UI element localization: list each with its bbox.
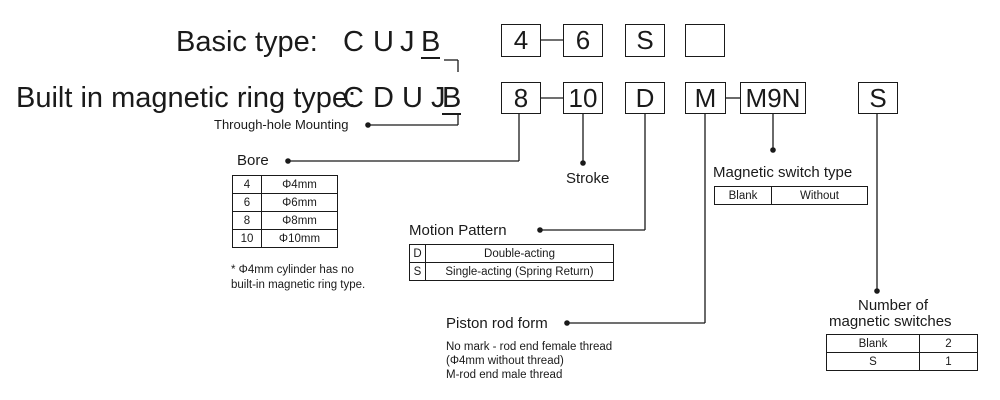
empty-box-basic	[685, 24, 725, 57]
piston-line-3: M-rod end male thread	[446, 369, 563, 381]
builtin-code-c: C	[343, 82, 364, 114]
switch-count-title-2: magnetic switches	[829, 313, 952, 330]
switch-count-table: Blank 2 S 1	[826, 334, 978, 371]
rod-form-box: M	[685, 82, 726, 114]
builtin-type-label: Built in magnetic ring type:	[16, 82, 357, 114]
table-row: 4 Φ4mm	[232, 175, 338, 194]
motion-table: D Double-acting S Single-acting (Spring …	[409, 244, 614, 281]
piston-line-2: (Φ4mm without thread)	[446, 355, 564, 367]
basic-code-b: B	[421, 26, 441, 59]
switch-count-code: Blank	[826, 334, 920, 353]
switch-type-title: Magnetic switch type	[713, 164, 853, 181]
bore-box-basic: 4	[501, 24, 541, 57]
table-row: Blank Without	[714, 186, 868, 205]
builtin-code-j: J	[431, 82, 446, 114]
switch-count-value: 2	[919, 334, 978, 353]
stroke-box-basic: 6	[563, 24, 603, 57]
bore-code: 8	[232, 211, 262, 230]
bore-code: 6	[232, 193, 262, 212]
table-row: 6 Φ6mm	[232, 193, 338, 212]
bore-box: 8	[501, 82, 541, 114]
switch-count-box: S	[858, 82, 898, 114]
builtin-code-b-visible: B	[442, 82, 462, 115]
switch-type-box: M9N	[740, 82, 806, 114]
motion-box: D	[625, 82, 665, 114]
bore-size: Φ6mm	[261, 193, 338, 212]
bore-note-2: built-in magnetic ring type.	[231, 279, 366, 291]
switch-count-code: S	[826, 352, 920, 371]
switch-count-value: 1	[919, 352, 978, 371]
motion-code: S	[409, 262, 426, 281]
switch-type-code: Blank	[714, 186, 772, 205]
basic-code-j: J	[400, 26, 415, 58]
switch-type-table: Blank Without	[714, 186, 868, 205]
bore-size: Φ8mm	[261, 211, 338, 230]
bore-code: 4	[232, 175, 262, 194]
bore-table: 4 Φ4mm 6 Φ6mm 8 Φ8mm 10 Φ10mm	[232, 175, 338, 248]
motion-desc: Single-acting (Spring Return)	[425, 262, 614, 281]
table-row: S 1	[826, 352, 978, 371]
builtin-code-d: D	[373, 82, 394, 114]
motion-title: Motion Pattern	[409, 222, 507, 239]
mounting-label: Through-hole Mounting	[214, 117, 349, 132]
switch-type-desc: Without	[771, 186, 868, 205]
table-row: Blank 2	[826, 334, 978, 353]
bore-note-1: * Φ4mm cylinder has no	[231, 264, 354, 276]
stroke-label: Stroke	[566, 170, 610, 187]
piston-line-1: No mark - rod end female thread	[446, 341, 613, 353]
bore-size: Φ10mm	[261, 229, 338, 248]
builtin-code-u: U	[402, 82, 423, 114]
basic-type-label: Basic type:	[176, 26, 318, 58]
basic-code-u: U	[373, 26, 394, 58]
switch-count-title-1: Number of	[858, 297, 929, 314]
table-row: 10 Φ10mm	[232, 229, 338, 248]
table-row: D Double-acting	[409, 244, 614, 263]
bore-title: Bore	[237, 152, 269, 169]
stroke-box: 10	[563, 82, 603, 114]
basic-code-c: C	[343, 26, 364, 58]
motion-desc: Double-acting	[425, 244, 614, 263]
piston-title: Piston rod form	[446, 315, 548, 332]
motion-code: D	[409, 244, 426, 263]
table-row: S Single-acting (Spring Return)	[409, 262, 614, 281]
bore-code: 10	[232, 229, 262, 248]
motion-box-basic: S	[625, 24, 665, 57]
bore-size: Φ4mm	[261, 175, 338, 194]
table-row: 8 Φ8mm	[232, 211, 338, 230]
